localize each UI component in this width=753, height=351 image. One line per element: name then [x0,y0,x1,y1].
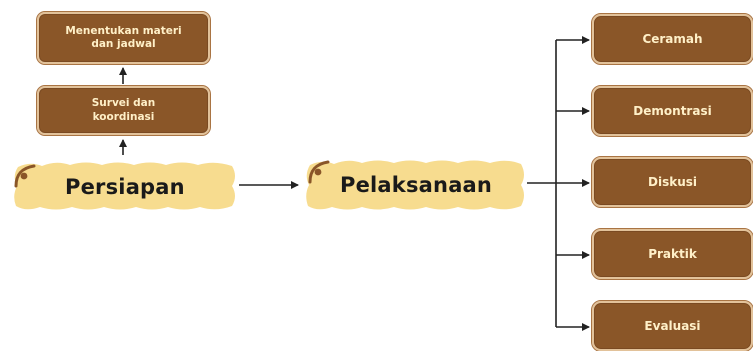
banner-pelaksanaan-shape [306,160,524,210]
box-ceramah: Ceramah [591,13,753,65]
banner-persiapan-hook-icon [14,164,36,188]
box-survei-line1: Survei dan [91,97,156,110]
banner-persiapan-shape [14,162,235,210]
box-demontrasi-label: Demontrasi [633,103,712,118]
banner-persiapan: Persiapan [12,158,237,214]
box-diskusi-label: Diskusi [648,174,697,189]
box-evaluasi: Evaluasi [591,300,753,351]
banner-pelaksanaan-label: Pelaksanaan [340,173,493,197]
banner-persiapan-label: Persiapan [65,175,185,199]
box-menentukan-materi-line1: Menentukan materi [65,24,182,37]
box-survei-line2: koordinasi [92,110,155,123]
box-ceramah-label: Ceramah [642,31,703,46]
box-demontrasi: Demontrasi [591,85,753,137]
box-menentukan-materi: Menentukan materi dan jadwal [36,11,211,65]
box-diskusi: Diskusi [591,156,753,208]
banner-pelaksanaan-hook-icon [308,160,330,184]
box-evaluasi-label: Evaluasi [644,318,701,333]
box-praktik: Praktik [591,228,753,280]
box-praktik-label: Praktik [648,246,697,261]
box-menentukan-materi-line2: dan jadwal [91,38,156,50]
banner-pelaksanaan: Pelaksanaan [304,156,526,214]
box-survei-koordinasi: Survei dan koordinasi [36,85,211,136]
